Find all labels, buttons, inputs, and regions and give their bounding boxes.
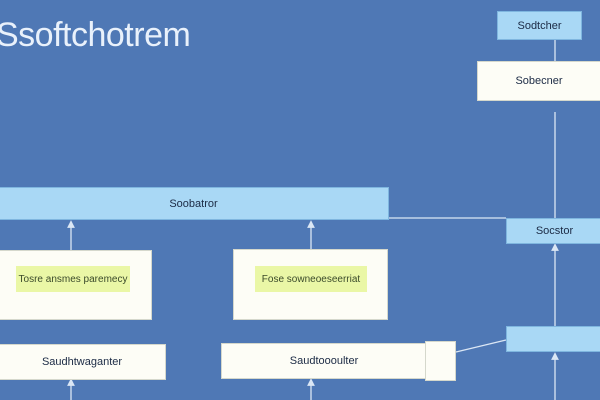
center-card-label: Fose sowneoeseerriat [255, 266, 367, 292]
bottom-center-node: Saudtoooulter [221, 343, 427, 379]
right-mid-node: Socstor [506, 218, 600, 244]
bottom-left-node: Saudhtwaganter [0, 344, 166, 380]
connector-square-to-right [455, 339, 507, 353]
top-right-box-node: Sobecner [477, 61, 600, 101]
left-card-label: Tosre ansmes paremecy [16, 266, 130, 292]
top-right-header-node: Sodtcher [497, 11, 582, 40]
right-bottom-node [506, 326, 600, 352]
main-bar-node: Soobatror [0, 187, 389, 220]
connector-square-node [425, 341, 456, 381]
diagram-title: Ssoftchotrem [0, 16, 191, 54]
